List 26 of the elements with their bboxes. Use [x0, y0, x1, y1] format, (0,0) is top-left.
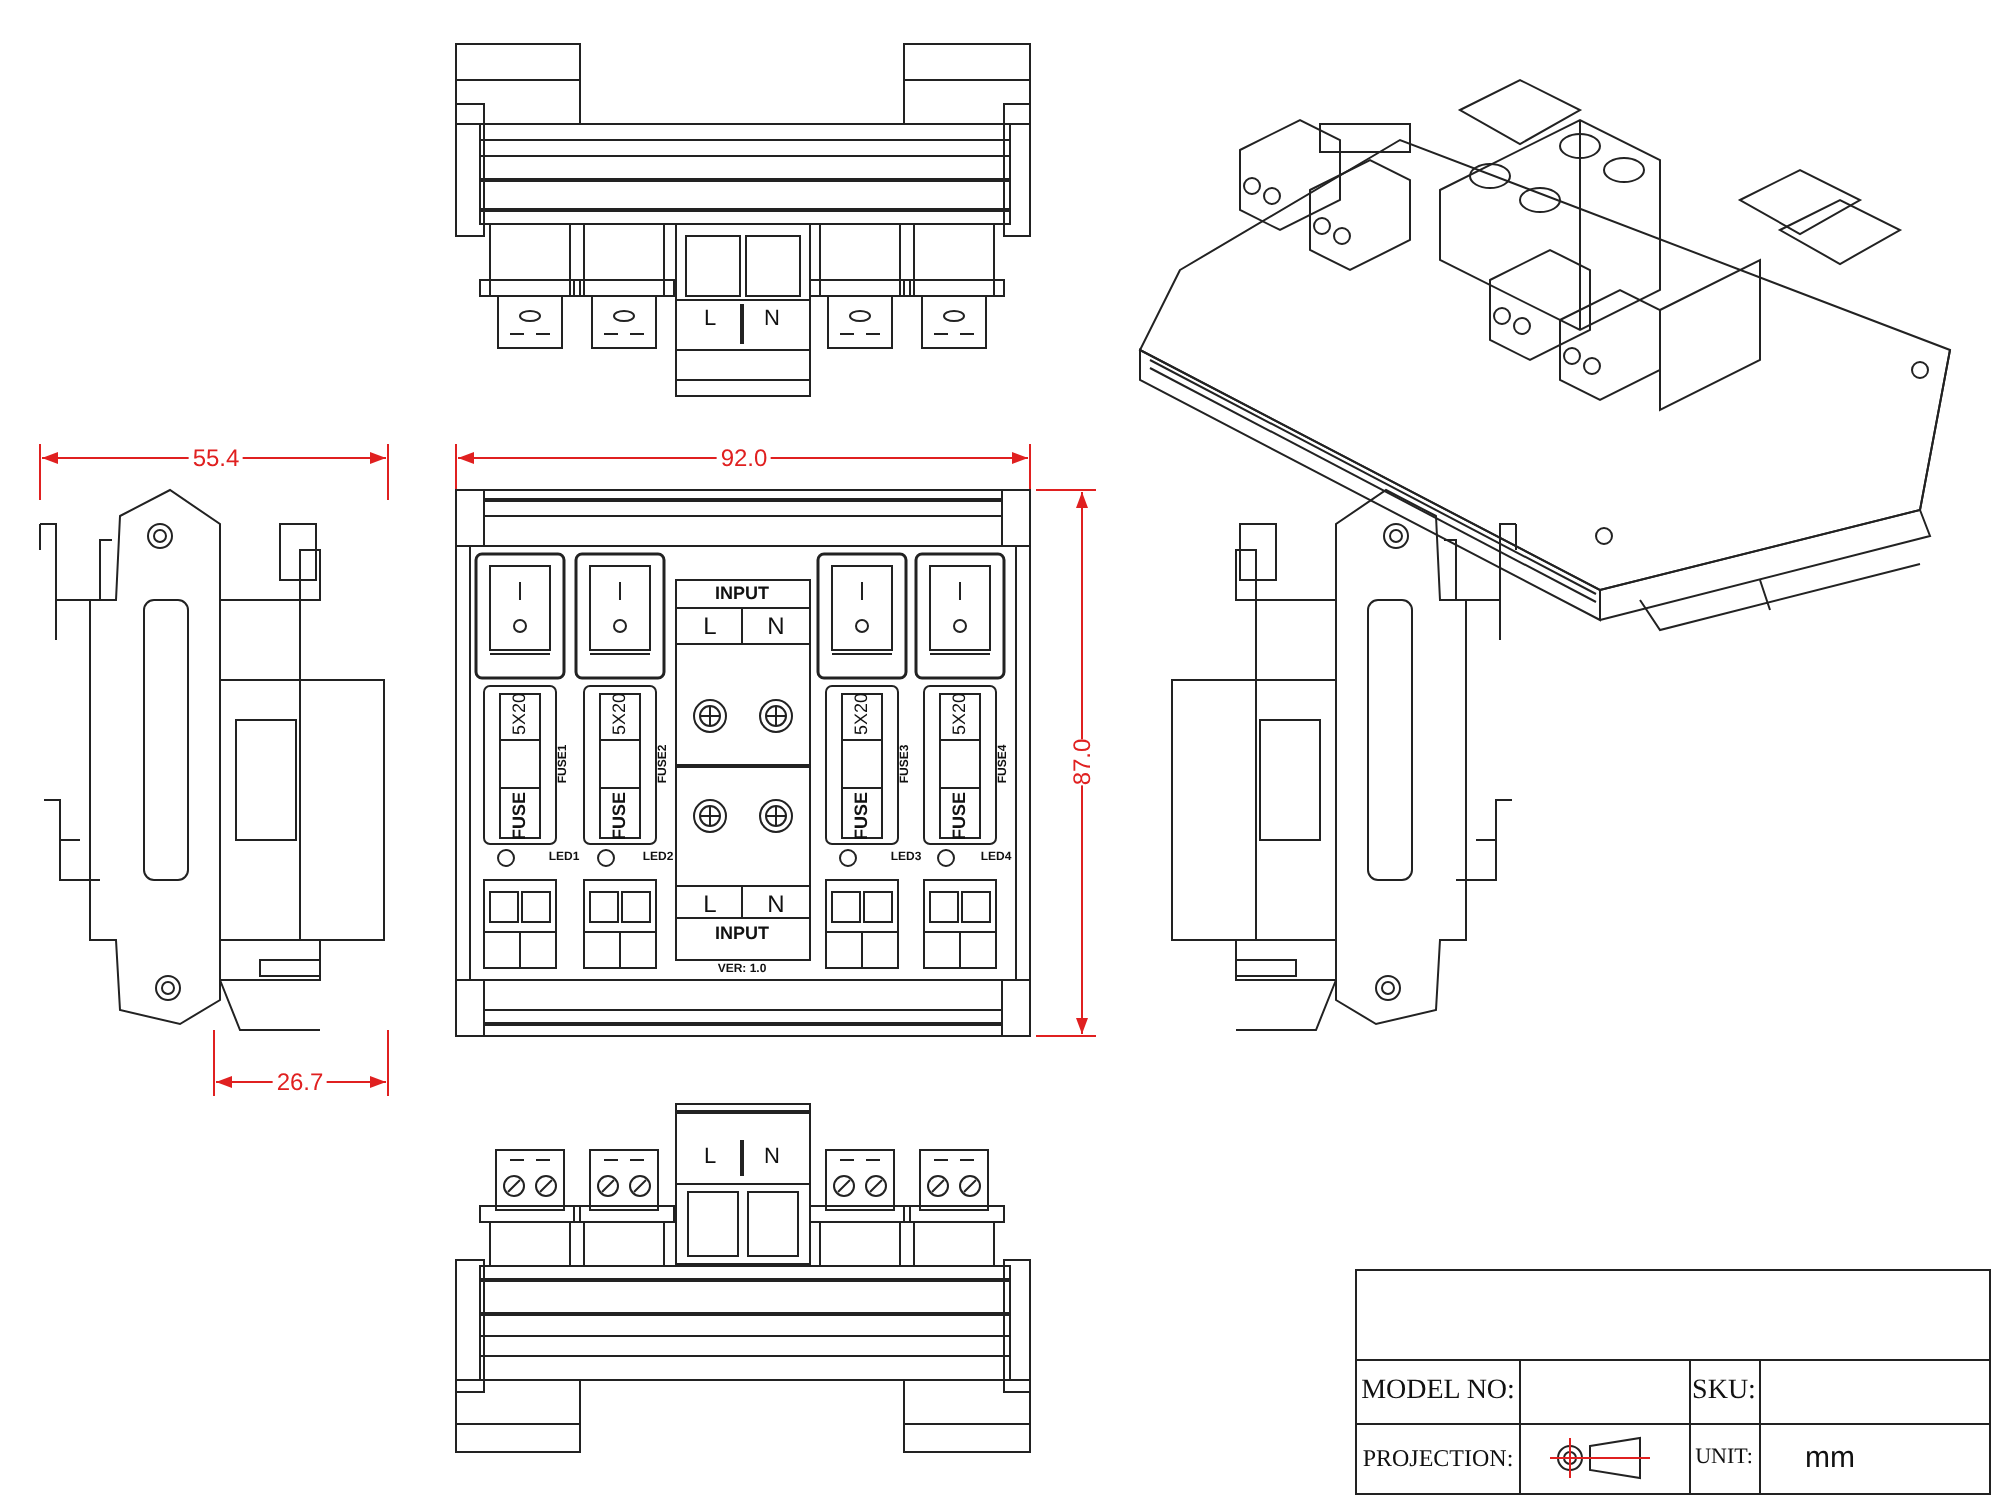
table-text: PROJECTION: — [1362, 1446, 1514, 1470]
terminal-letter: N — [764, 1147, 780, 1169]
terminal-letter: N — [767, 892, 785, 916]
dimension-value: 92.0 — [716, 446, 772, 470]
terminal-letter: L — [703, 892, 717, 916]
table-text: mm — [1805, 1443, 1855, 1473]
terminal-letter: L — [703, 1147, 717, 1169]
fuse-text: FUSE — [853, 792, 871, 840]
dimension-value: 55.4 — [188, 446, 244, 470]
fuse-text: FUSE — [951, 792, 969, 840]
fuse-size-text: 5X20 — [511, 692, 529, 736]
terminal-letter: N — [767, 614, 785, 638]
terminal-letter: L — [703, 614, 717, 638]
terminal-letter: N — [764, 309, 780, 331]
panel-text: INPUT — [715, 925, 769, 943]
dimension-value: 26.7 — [272, 1070, 328, 1094]
fuse-size-text: 5X20 — [611, 692, 629, 736]
fuse-text: FUSE — [511, 792, 529, 840]
table-text: UNIT: — [1695, 1447, 1753, 1469]
terminal-letter: L — [703, 309, 717, 331]
fuse-text: FUSE — [611, 792, 629, 840]
fuse-size-text: 5X20 — [951, 692, 969, 736]
panel-text: INPUT — [715, 585, 769, 603]
fuse-size-text: 5X20 — [853, 692, 871, 736]
table-text: MODEL NO: — [1361, 1378, 1515, 1406]
table-text: SKU: — [1692, 1378, 1756, 1406]
